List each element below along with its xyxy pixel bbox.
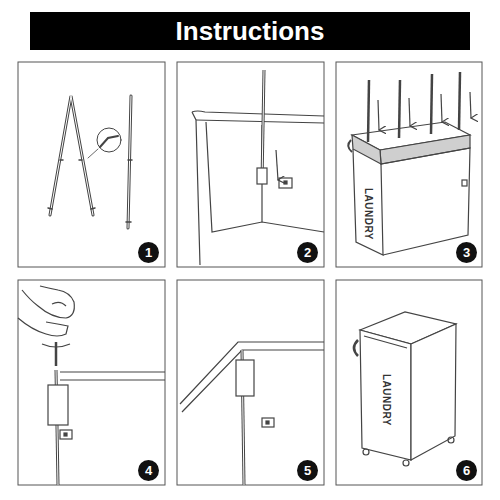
corner-drawing [180, 342, 324, 485]
hamper-drawing [360, 330, 411, 460]
callout-number: 2 [297, 242, 318, 263]
callout-number: 3 [456, 242, 477, 263]
panel-frames [18, 280, 165, 485]
hamper-drawing [411, 324, 456, 460]
basket-corner-drawing [279, 178, 292, 188]
corner-drawing [182, 350, 324, 412]
panel-frames [336, 62, 482, 267]
basket-drawing [381, 148, 470, 255]
basket-drawing [353, 149, 383, 255]
hand-drawing [60, 371, 165, 372]
hamper-drawing [364, 336, 407, 348]
corner-drawing [266, 421, 269, 424]
basket-drawing [441, 94, 442, 122]
pole-drawing [100, 136, 118, 147]
callout-number: 6 [456, 460, 477, 481]
basket-corner-drawing [192, 70, 324, 265]
panel-frames [18, 62, 482, 485]
hand-drawing [55, 342, 58, 366]
basket-drawing [352, 135, 381, 164]
pole-drawing [97, 128, 121, 152]
pole-drawing [126, 160, 132, 222]
pole-drawing [48, 160, 95, 209]
corner-drawing [236, 360, 254, 396]
hand-drawing [60, 430, 72, 439]
basket-drawing [462, 180, 467, 186]
basket-drawing [459, 72, 460, 130]
basket-corner-drawing [192, 112, 200, 265]
printed-side-text: LAUNDRY [363, 188, 374, 240]
basket-drawing [380, 135, 470, 164]
pole-drawing [128, 96, 131, 228]
basket-drawing [368, 80, 369, 142]
basket-corner-drawing [262, 70, 264, 182]
hand-drawing [64, 433, 67, 436]
basket-drawing [431, 74, 432, 134]
hamper-drawing [354, 312, 456, 466]
callout-number: 1 [138, 242, 159, 263]
title-text: Instructions [30, 12, 470, 50]
panel-frames [177, 62, 324, 267]
hand-drawing [18, 286, 165, 485]
hand-drawing [52, 302, 66, 306]
basket-drawing [399, 80, 400, 138]
panel-frames [177, 280, 324, 485]
pole-drawing [50, 96, 93, 215]
corner-drawing [180, 342, 324, 404]
corner-drawing [262, 418, 274, 427]
hamper-drawing [354, 340, 358, 356]
hamper-drawing [448, 437, 454, 443]
callout-number: 5 [297, 460, 318, 481]
hamper-drawing [363, 449, 369, 455]
basket-corner-drawing [206, 122, 324, 232]
basket-corner-drawing [276, 150, 278, 180]
pole-drawing [88, 149, 98, 158]
hand-drawing [18, 318, 68, 336]
panel-frames [336, 280, 482, 485]
callout-number: 4 [138, 460, 159, 481]
hamper-drawing [403, 460, 409, 466]
basket-drawing [409, 98, 410, 126]
basket-drawing [378, 100, 379, 130]
basket-corner-drawing [257, 168, 267, 184]
hand-drawing [60, 379, 165, 380]
hand-drawing [42, 344, 70, 347]
pole-drawing [128, 96, 131, 228]
hand-drawing [48, 385, 68, 425]
basket-drawing [470, 92, 471, 118]
basket-corner-drawing [262, 70, 264, 182]
hand-drawing [22, 286, 74, 318]
basket-corner-drawing [284, 181, 287, 184]
basket-drawing [348, 72, 471, 255]
pole-drawing [48, 96, 132, 228]
basket-drawing [348, 140, 352, 152]
printed-side-text: LAUNDRY [381, 374, 392, 426]
panel-frames [18, 62, 165, 267]
basket-corner-drawing [192, 111, 324, 116]
basket-corner-drawing [196, 120, 324, 123]
pole-drawing [50, 96, 93, 215]
